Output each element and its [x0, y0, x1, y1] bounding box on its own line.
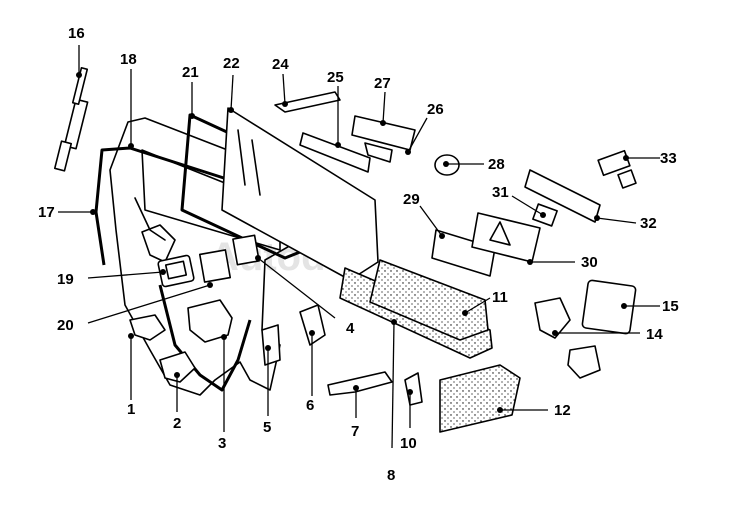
callout-32: 32: [640, 215, 657, 232]
part-gas-strut: [53, 67, 89, 172]
part-clip: [232, 234, 260, 266]
callout-24: 24: [272, 56, 289, 73]
callout-12: 12: [554, 402, 571, 419]
callout-11: 11: [492, 289, 508, 306]
callout-27: 27: [374, 75, 391, 92]
callout-33: 33: [660, 150, 677, 167]
leader-dots: [76, 72, 629, 413]
part-bracket: [129, 314, 166, 341]
callout-labels: 16 18 21 22 24 25 27 26 28 33 31 29 17 3…: [38, 25, 679, 484]
callout-29: 29: [403, 191, 420, 208]
callout-1: 1: [127, 401, 135, 418]
part-latch: [159, 351, 196, 383]
callout-10: 10: [400, 435, 417, 452]
callout-19: 19: [57, 271, 74, 288]
callout-31: 31: [492, 184, 509, 201]
callout-22: 22: [223, 55, 240, 72]
part-lower-panel: [369, 259, 489, 341]
part-lock-handle: [157, 254, 195, 288]
callout-28: 28: [488, 156, 505, 173]
part-bumper-end: [439, 364, 521, 433]
callout-26: 26: [427, 101, 444, 118]
callout-4: 4: [346, 320, 355, 337]
part-hinge-small: [261, 324, 281, 366]
callout-15: 15: [662, 298, 679, 315]
part-badge-small: [364, 142, 393, 163]
callout-2: 2: [173, 415, 181, 432]
callout-3: 3: [218, 435, 226, 452]
part-bell: [567, 345, 601, 379]
callout-20: 20: [57, 317, 74, 334]
part-block: [198, 249, 232, 283]
callout-7: 7: [351, 423, 359, 440]
callout-5: 5: [263, 419, 271, 436]
part-glass: [221, 107, 379, 281]
part-lower-seal: [158, 284, 252, 392]
part-lock-body: [534, 297, 571, 339]
callout-25: 25: [327, 69, 344, 86]
callout-17: 17: [38, 204, 55, 221]
part-handle-strip: [299, 132, 371, 173]
callout-30: 30: [581, 254, 598, 271]
callout-14: 14: [646, 326, 663, 343]
callout-21: 21: [182, 64, 199, 81]
part-hinge: [299, 304, 326, 346]
part-catch: [404, 372, 423, 406]
callout-6: 6: [306, 397, 314, 414]
part-housing: [581, 279, 637, 335]
callout-16: 16: [68, 25, 85, 42]
part-key-cylinder: [597, 149, 637, 189]
leader-lines: [58, 45, 660, 449]
part-lock-mechanism: [187, 299, 233, 343]
part-arm: [327, 371, 393, 396]
callout-8: 8: [387, 467, 395, 484]
part-long-bracket: [524, 169, 601, 223]
callout-18: 18: [120, 51, 137, 68]
part-wiper-arm: [274, 91, 341, 113]
